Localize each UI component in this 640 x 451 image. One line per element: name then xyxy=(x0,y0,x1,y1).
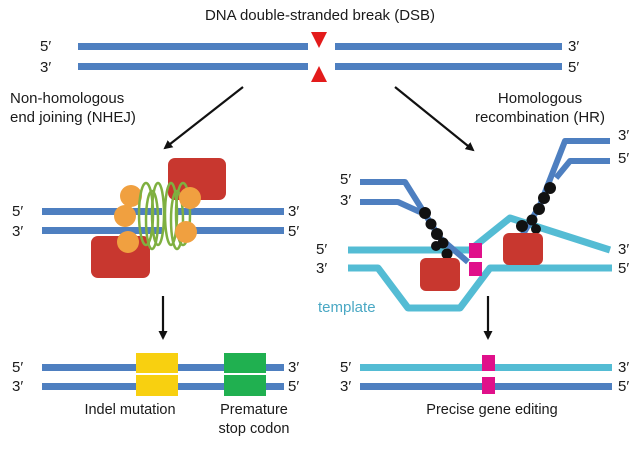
end-label: 3′ xyxy=(618,127,629,144)
hr-label-line1: Homologous xyxy=(498,90,582,107)
nhej-label-line1: Non-homologous xyxy=(10,90,124,107)
end-label: 3′ xyxy=(618,359,629,376)
dna-strand-bottom-left xyxy=(78,63,308,70)
end-label: 3′ xyxy=(288,359,299,376)
dna-pkcs-protein-right xyxy=(168,158,226,200)
end-label: 5′ xyxy=(568,59,579,76)
end-label: 3′ xyxy=(288,203,299,220)
stop-codon-label-line1: Premature xyxy=(220,402,288,418)
template-label: template xyxy=(318,299,376,316)
end-label: 5′ xyxy=(12,203,23,220)
precise-editing-label: Precise gene editing xyxy=(426,402,557,418)
stop-codon-block-top xyxy=(224,353,266,373)
nhej-panel xyxy=(42,158,284,278)
indel-block-top xyxy=(136,353,178,373)
dna-strand xyxy=(178,208,284,215)
edit-site-top xyxy=(482,355,495,371)
invading-strand-left-inner xyxy=(360,199,422,215)
indel-mutation-label: Indel mutation xyxy=(84,402,175,418)
rad51-beads-right xyxy=(516,182,556,234)
stop-codon-block-bottom xyxy=(224,375,266,396)
edit-site-top xyxy=(469,243,482,258)
end-label: 3′ xyxy=(316,260,327,277)
end-label: 5′ xyxy=(618,260,629,277)
ku-complex-left xyxy=(114,181,166,253)
end-label: 3′ xyxy=(12,378,23,395)
recombinase-protein-left xyxy=(420,258,460,291)
invading-strand-right-inner xyxy=(553,158,610,180)
end-label: 3′ xyxy=(618,241,629,258)
end-label: 5′ xyxy=(340,359,351,376)
edit-site-bottom xyxy=(482,377,495,394)
ku-complex-right xyxy=(163,181,201,251)
edit-site-bottom xyxy=(469,262,482,276)
dna-strand xyxy=(42,208,162,215)
end-label: 5′ xyxy=(40,38,51,55)
end-label: 5′ xyxy=(288,378,299,395)
dna-strand xyxy=(42,227,162,234)
nhej-label-line2: end joining (NHEJ) xyxy=(10,109,136,126)
rad51-beads-left xyxy=(419,207,453,260)
break-marker-bottom-icon xyxy=(311,66,327,82)
dna-strand xyxy=(178,227,284,234)
end-label: 5′ xyxy=(288,223,299,240)
end-label: 5′ xyxy=(618,378,629,395)
break-marker-top-icon xyxy=(311,32,327,48)
end-label: 3′ xyxy=(340,378,351,395)
stop-codon-label-line2: stop codon xyxy=(219,421,290,437)
recombinase-protein-right xyxy=(503,233,543,265)
diagram-title: DNA double-stranded break (DSB) xyxy=(205,7,435,24)
end-label: 5′ xyxy=(340,171,351,188)
arrow-to-hr-icon xyxy=(394,86,475,152)
hr-label-line2: recombination (HR) xyxy=(475,109,605,126)
arrow-to-nhej-icon xyxy=(163,86,244,150)
dna-strand-top-right xyxy=(335,43,562,50)
end-label: 3′ xyxy=(340,192,351,209)
end-label: 3′ xyxy=(40,59,51,76)
broken-dna xyxy=(78,32,562,82)
end-label: 5′ xyxy=(618,150,629,167)
end-label: 3′ xyxy=(568,38,579,55)
end-label: 3′ xyxy=(12,223,23,240)
nhej-outcome xyxy=(42,353,284,396)
end-label: 5′ xyxy=(316,241,327,258)
dna-strand-bottom-right xyxy=(335,63,562,70)
template-strand-bottom xyxy=(348,264,612,312)
hr-outcome xyxy=(360,355,612,394)
end-label: 5′ xyxy=(12,359,23,376)
hr-panel xyxy=(348,138,612,312)
indel-block-bottom xyxy=(136,375,178,396)
dna-strand-top-left xyxy=(78,43,308,50)
